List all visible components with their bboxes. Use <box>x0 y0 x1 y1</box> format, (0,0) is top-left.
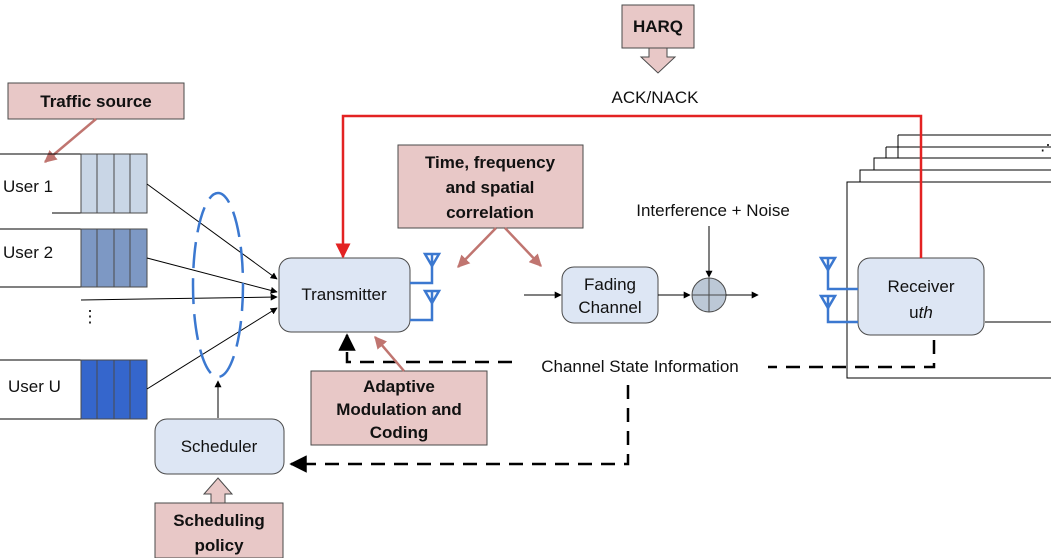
users-ellipsis: ⋮ <box>82 307 99 326</box>
csi-to-scheduler <box>289 385 630 473</box>
receiver-sub-label: uth <box>909 303 933 322</box>
transmitter-label: Transmitter <box>301 285 387 304</box>
traffic-source-pointer <box>44 118 97 163</box>
adder-plus <box>692 278 726 312</box>
csi-to-transmitter <box>338 333 512 364</box>
transmitter-antennas <box>410 252 442 322</box>
fading-channel-line1: Fading <box>584 275 636 294</box>
queue-arrows <box>80 183 278 390</box>
tx-antenna-2-icon <box>422 289 442 306</box>
ack-nack-feedback-line <box>335 114 923 259</box>
amc-pointer <box>374 336 405 372</box>
scheduler-label: Scheduler <box>181 437 258 456</box>
tx-antenna-1-feed <box>410 262 434 285</box>
rx-antenna-1-feed <box>826 268 858 291</box>
harq-label: HARQ <box>633 17 683 36</box>
amc-line2: Modulation and <box>336 400 462 419</box>
fading-channel-line2: Channel <box>578 298 641 317</box>
receiver-label: Receiver <box>887 277 954 296</box>
scheduling-policy-box <box>154 502 284 558</box>
user3-arrow <box>80 293 278 301</box>
amc-callout: Adaptive Modulation and Coding <box>310 336 488 446</box>
receiver-antennas <box>818 256 858 324</box>
tx-antenna-2-feed <box>410 299 434 322</box>
amc-line3: Coding <box>370 423 429 442</box>
user-queues: User 1 User 2 ⋮ User U <box>0 153 148 420</box>
rx-antenna-1-icon <box>818 256 838 273</box>
correlation-pointer-channel <box>504 227 542 267</box>
adder-node <box>691 277 727 313</box>
harq-callout: HARQ <box>621 4 695 74</box>
correlation-callout: Time, frequency and spatial correlation <box>397 144 584 268</box>
receiver-stack: ⋰ Receiver uth <box>846 134 1051 379</box>
scheduler-block <box>154 418 285 475</box>
user2-label: User 2 <box>3 243 53 262</box>
traffic-source-callout: Traffic source <box>7 82 185 163</box>
ack-nack-label: ACK/NACK <box>612 88 700 107</box>
userU-arrow <box>146 307 278 390</box>
user1-arrow <box>146 183 278 280</box>
receiver-layer-back-2 <box>885 146 1051 158</box>
scheduling-policy-line2: policy <box>194 536 244 555</box>
csi-label: Channel State Information <box>541 357 739 376</box>
scheduler-selector-ellipse <box>191 191 245 379</box>
userU-label: User U <box>8 377 61 396</box>
scheduling-policy-line1: Scheduling <box>173 511 265 530</box>
user2-arrow <box>146 257 278 294</box>
rx-antenna-2-icon <box>818 294 838 311</box>
receiver-block <box>857 257 985 336</box>
csi-feedback-right <box>768 340 936 369</box>
user1-label: User 1 <box>3 177 53 196</box>
tx-antenna-1-icon <box>422 252 442 269</box>
correlation-pointer-tx <box>457 227 497 268</box>
correlation-line2: and spatial <box>446 178 535 197</box>
scheduling-policy-callout: Scheduling policy <box>154 477 284 558</box>
traffic-source-box <box>7 82 185 120</box>
scheduling-policy-up-arrow <box>202 477 234 504</box>
correlation-line1: Time, frequency <box>425 153 556 172</box>
traffic-source-label: Traffic source <box>40 92 152 111</box>
amc-line1: Adaptive <box>363 377 435 396</box>
amc-box <box>310 370 488 446</box>
rx-antenna-2-feed <box>826 306 858 324</box>
userU-queue-slots <box>96 360 131 419</box>
correlation-box <box>397 144 584 229</box>
interference-label: Interference + Noise <box>636 201 790 220</box>
harq-box <box>621 4 695 49</box>
correlation-line3: correlation <box>446 203 534 222</box>
receiver-sub-italic: th <box>919 303 933 322</box>
user2-queue-slots <box>96 229 131 287</box>
receiver-sub-prefix: u <box>909 303 918 322</box>
receiver-stack-dots: ⋰ <box>1040 137 1051 154</box>
user1-queue-slots <box>96 154 131 213</box>
harq-down-arrow <box>639 47 677 74</box>
